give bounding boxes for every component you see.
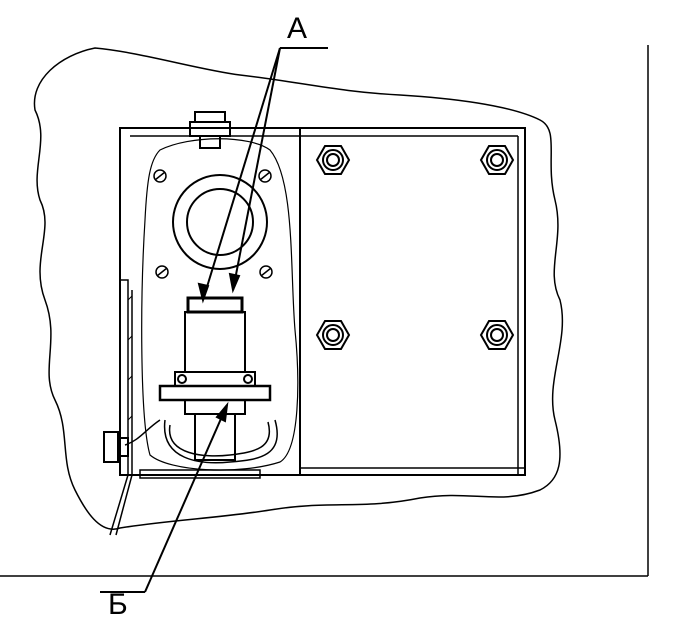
panel-box: [119, 127, 526, 476]
large-opening: [172, 174, 268, 270]
bottom-bracket: [139, 469, 261, 479]
cable-gland: [103, 431, 119, 463]
label-a: А: [287, 12, 308, 45]
screws: [153, 169, 273, 279]
cable: [124, 419, 278, 464]
sensor-component: [158, 296, 272, 461]
leader-a: [197, 47, 328, 304]
label-b: Б: [108, 588, 128, 621]
leader-b: [100, 401, 229, 593]
top-bolt: [194, 111, 226, 123]
break-outline: [33, 47, 564, 530]
nuts: [315, 145, 515, 350]
cutout-outline: [141, 138, 299, 471]
